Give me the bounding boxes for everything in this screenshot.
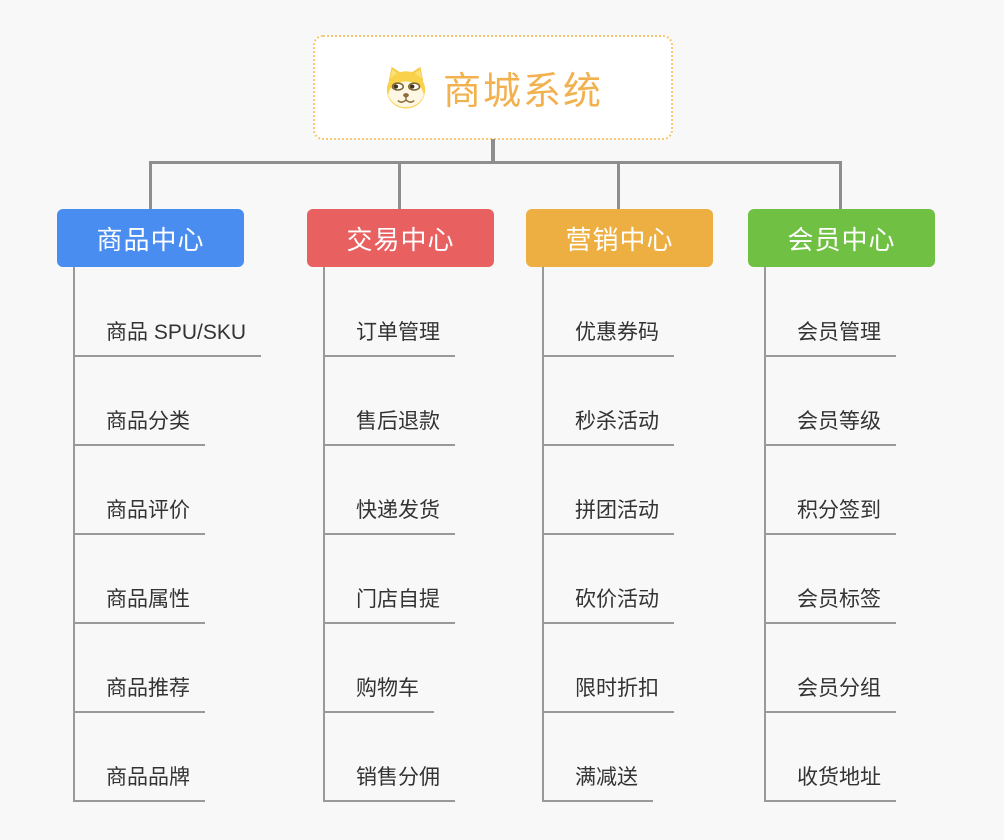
child-item[interactable]: 门店自提	[323, 583, 455, 624]
branch-header-1[interactable]: 商品中心	[57, 209, 244, 267]
child-item[interactable]: 商品属性	[73, 583, 205, 624]
root-node-mall-system[interactable]: 商城系统	[313, 35, 673, 140]
child-item[interactable]: 满减送	[542, 761, 653, 802]
child-item[interactable]: 会员管理	[764, 316, 896, 357]
child-item[interactable]: 购物车	[323, 672, 434, 713]
child-item[interactable]: 商品 SPU/SKU	[73, 316, 262, 357]
branch-header-2[interactable]: 交易中心	[307, 209, 494, 267]
child-item[interactable]: 商品分类	[73, 405, 205, 446]
branch-header-3[interactable]: 营销中心	[526, 209, 713, 267]
child-item[interactable]: 商品推荐	[73, 672, 205, 713]
root-title: 商城系统	[442, 71, 603, 113]
connector-branch-drop	[617, 161, 620, 209]
child-item[interactable]: 收货地址	[764, 761, 896, 802]
child-item[interactable]: 商品品牌	[73, 761, 205, 802]
branch-header-4[interactable]: 会员中心	[748, 209, 935, 267]
child-item[interactable]: 会员标签	[764, 583, 896, 624]
dog-face-icon	[386, 66, 426, 109]
child-item[interactable]: 会员分组	[764, 672, 896, 713]
connector-branch-drop	[839, 161, 842, 209]
child-item[interactable]: 订单管理	[323, 316, 455, 357]
child-item[interactable]: 秒杀活动	[542, 405, 674, 446]
child-item[interactable]: 会员等级	[764, 405, 896, 446]
connector-root-stub	[491, 139, 495, 164]
child-item[interactable]: 限时折扣	[542, 672, 674, 713]
child-item[interactable]: 优惠券码	[542, 316, 674, 357]
connector-branch-drop	[149, 161, 152, 209]
child-item[interactable]: 售后退款	[323, 405, 455, 446]
connector-horizontal-bar	[149, 161, 842, 164]
child-item[interactable]: 快递发货	[323, 494, 455, 535]
child-item[interactable]: 砍价活动	[542, 583, 674, 624]
child-item[interactable]: 商品评价	[73, 494, 205, 535]
child-item[interactable]: 销售分佣	[323, 761, 455, 802]
child-item[interactable]: 积分签到	[764, 494, 896, 535]
child-item[interactable]: 拼团活动	[542, 494, 674, 535]
connector-branch-drop	[398, 161, 401, 209]
